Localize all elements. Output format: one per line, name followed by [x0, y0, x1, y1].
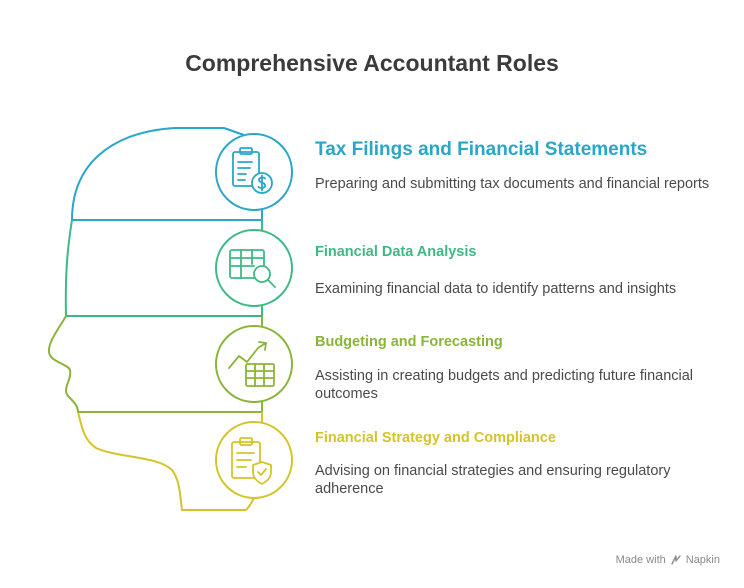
clipboard-shield-icon — [231, 437, 272, 485]
head-segment-1 — [71, 127, 224, 221]
item-description-data-analysis: Examining financial data to identify pat… — [315, 281, 677, 297]
icon-ring-2 — [215, 220, 293, 316]
napkin-logo-icon — [671, 555, 681, 565]
item-description-strategy: Advising on financial strategies and ens… — [315, 463, 671, 497]
napkin-watermark: Made with Napkin — [616, 554, 720, 566]
item-description-budgeting: Assisting in creating budgets and predic… — [315, 368, 694, 402]
diagram-title: Comprehensive Accountant Roles — [185, 50, 559, 76]
head-segment-4 — [77, 411, 246, 511]
item-description-tax-filings: Preparing and submitting tax documents a… — [315, 176, 710, 192]
icon-ring-1 — [215, 127, 293, 220]
tax-document-icon — [232, 147, 273, 194]
spreadsheet-search-icon — [229, 249, 276, 288]
made-with-label: Made with — [615, 554, 666, 566]
growth-chart-icon — [228, 341, 275, 387]
item-title-strategy: Financial Strategy and Compliance — [315, 430, 556, 446]
icon-ring-4 — [215, 412, 293, 511]
item-title-tax-filings: Tax Filings and Financial Statements — [315, 139, 648, 160]
item-title-data-analysis: Financial Data Analysis — [315, 244, 477, 260]
item-title-budgeting: Budgeting and Forecasting — [315, 334, 503, 350]
head-segment-2 — [64, 219, 73, 317]
napkin-brand: Napkin — [685, 554, 720, 566]
head-segment-3 — [47, 315, 79, 413]
